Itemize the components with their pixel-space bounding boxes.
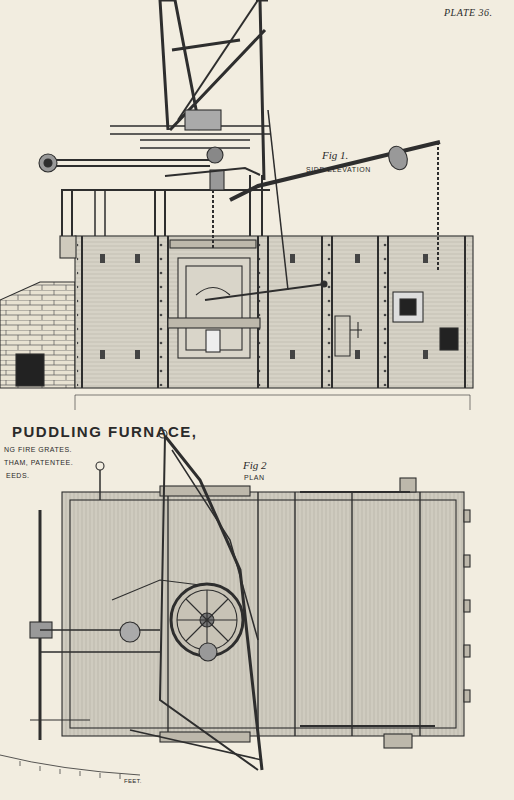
side-elevation bbox=[0, 0, 473, 410]
plan-view bbox=[0, 430, 470, 779]
plate-label: Fig 1. bbox=[322, 150, 348, 161]
plate-label: PLATE 36. bbox=[444, 8, 493, 18]
plate-label: NG FIRE GRATES. bbox=[4, 446, 72, 453]
plate-label: PLAN bbox=[244, 474, 265, 481]
plate-label: THAM, PATENTEE. bbox=[4, 459, 73, 466]
plate-label: Fig 2 bbox=[243, 460, 267, 471]
plate-label: FEET. bbox=[124, 778, 142, 784]
plate-title: PUDDLING FURNACE, bbox=[12, 424, 198, 439]
plate-label: SIDE ELEVATION bbox=[306, 166, 371, 173]
plate-label: EEDS. bbox=[6, 472, 30, 479]
